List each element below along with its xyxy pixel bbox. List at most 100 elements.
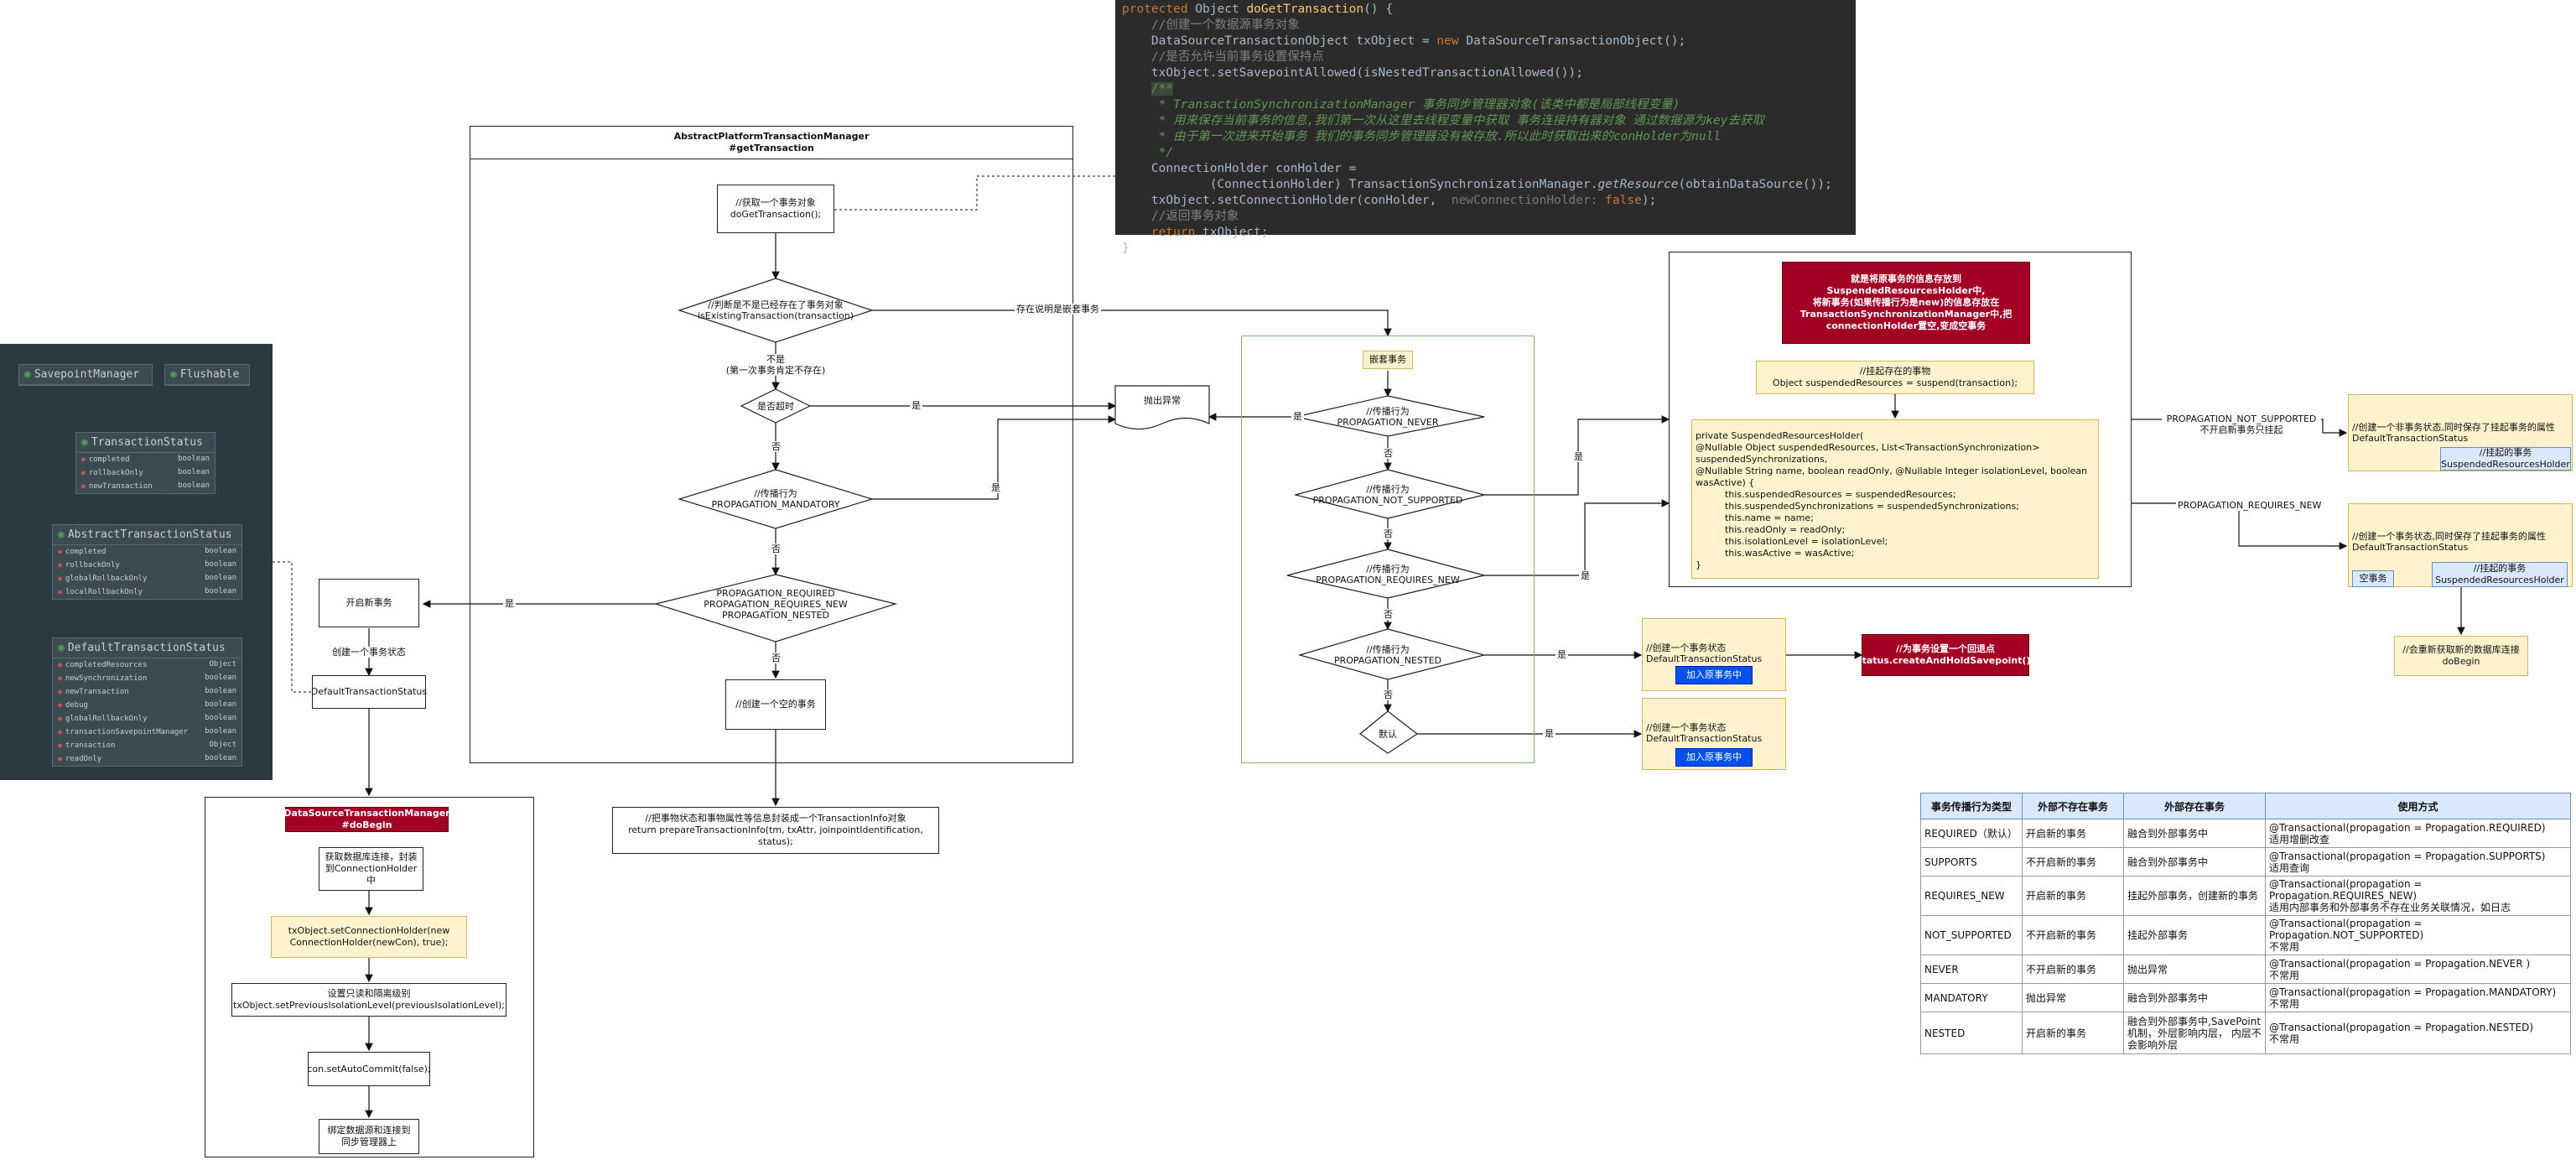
code-comment: * TransactionSynchronizationManager 事务同步… <box>1150 98 1680 112</box>
code-line: doGetTransaction <box>1246 3 1364 16</box>
code-comment: * 用来保存当前事务的信息,我们第一次从这里去线程变量中获取 事务连接持有器对象… <box>1150 114 1764 127</box>
code-line: new <box>1436 34 1459 48</box>
yes-label: 是 <box>503 598 516 609</box>
get-transaction-box: //获取一个事务对象 doGetTransaction(); <box>717 185 834 233</box>
exist-decision: //判断是不是已经存在了事务对象 isExistingTransaction(t… <box>697 299 854 321</box>
suspend-box: //挂起存在的事物 Object suspendedResources = su… <box>1756 361 2034 394</box>
table-cell: 挂起外部事务，创建新的事务 <box>2123 876 2266 916</box>
table-cell: 抛出异常 <box>2123 955 2266 984</box>
holder-not-supported: //挂起的事务 SuspendedResourcesHolder <box>2440 447 2571 471</box>
class-icon: ◉ <box>58 642 65 654</box>
interface-icon: ◉ <box>24 368 31 381</box>
no-label: 否 <box>770 653 782 663</box>
throw-exception: 抛出异常 <box>1144 394 1181 406</box>
yes-label: 是 <box>1579 570 1592 581</box>
code-line: getResource <box>1597 178 1679 191</box>
create-status-label: 创建一个事务状态 <box>327 647 411 658</box>
dobegin-title: DataSourceTransactionManager #doBegin <box>283 807 450 832</box>
no-exist-label: 不是 (第一次事务肯定不存在) <box>717 354 834 376</box>
class-name: DefaultTransactionStatus <box>67 642 226 654</box>
table-cell: REQUIRED（默认） <box>1920 819 2023 848</box>
yes-label: 是 <box>1543 728 1555 739</box>
not-supported-label: PROPAGATION_NOT_SUPPORTED 不开启新事务只挂起 <box>2162 414 2321 435</box>
status-text: //创建一个事务状态 DefaultTransactionStatus <box>1646 722 1763 744</box>
empty-transaction-box: //创建一个空的事务 <box>725 679 826 730</box>
table-cell: 不开启新的事务 <box>2022 915 2124 955</box>
empty-tx-box: 空事务 <box>2352 570 2394 587</box>
autocommit-box: con.setAutoCommit(false); <box>307 1052 431 1086</box>
yes-label: 是 <box>1291 411 1304 422</box>
open-new-transaction: 开启新事务 <box>319 579 419 627</box>
class-name: Flushable <box>179 368 240 381</box>
table-cell: NEVER <box>1920 955 2023 984</box>
code-line: DataSourceTransactionObject txObject = <box>1150 34 1437 48</box>
code-panel: protected Object doGetTransaction() { //… <box>1115 0 1856 255</box>
table-cell: 开启新的事务 <box>2022 1012 2124 1054</box>
code-line: txObject.setSavepointAllowed(isNestedTra… <box>1150 66 1583 80</box>
table-cell: 融合到外部事务中,SavePoint 机制，外层影响内层， 内层不 会影响外层 <box>2123 1012 2266 1054</box>
table-cell: @Transactional(propagation = Propagation… <box>2265 1012 2571 1054</box>
code-line: (obtainDataSource()); <box>1678 178 1832 191</box>
apt-title: AbstractPlatformTransactionManager #getT… <box>470 126 1073 159</box>
join-original-tx: 加入原事务中 <box>1675 748 1753 767</box>
code-line: ); <box>1641 194 1657 207</box>
interface-icon: ◉ <box>81 436 88 449</box>
required-decision: PROPAGATION_REQUIRED PROPAGATION_REQUIRE… <box>704 587 848 621</box>
code-line: txObject; <box>1195 226 1269 239</box>
savepoint-box: //为事务设置一个回退点 status.createAndHoldSavepoi… <box>1857 634 2034 676</box>
set-holder-box: txObject.setConnectionHolder(new Connect… <box>271 916 467 958</box>
propagation-table: 事务传播行为类型 外部不存在事务 外部存在事务 使用方式 REQUIRED（默认… <box>1920 793 2571 1054</box>
holder-requires-new: //挂起的事务 SuspendedResourcesHolder <box>2432 562 2568 587</box>
default-status-box: DefaultTransactionStatus <box>311 675 427 709</box>
timeout-decision: 是否超时 <box>757 400 794 412</box>
table-header: 使用方式 <box>2265 793 2571 819</box>
yes-label: 是 <box>910 400 922 411</box>
code-line: DataSourceTransactionObject(); <box>1458 34 1686 48</box>
code-comment: /** <box>1150 82 1174 96</box>
nested-container <box>1241 336 1535 763</box>
class-icon: ◉ <box>58 528 65 541</box>
code-hint: newConnectionHolder: <box>1451 194 1606 207</box>
yes-label: 是 <box>989 482 1002 493</box>
table-cell: 融合到外部事务中 <box>2123 847 2266 877</box>
interface-icon: ◉ <box>170 368 177 381</box>
table-cell: @Transactional(propagation = Propagation… <box>2265 983 2571 1012</box>
table-cell: 融合到外部事务中 <box>2123 819 2266 848</box>
mandatory-decision: //传播行为 PROPAGATION_MANDATORY <box>711 488 840 510</box>
requires-new-label: PROPAGATION_REQUIRES_NEW <box>2176 500 2324 511</box>
table-cell: NESTED <box>1920 1012 2023 1054</box>
table-cell: MANDATORY <box>1920 983 2023 1012</box>
holder-code: private SuspendedResourcesHolder( @Nulla… <box>1691 419 2099 579</box>
class-name: AbstractTransactionStatus <box>67 528 232 541</box>
class-name: SavepointManager <box>34 368 140 381</box>
join-original-tx: 加入原事务中 <box>1675 666 1753 684</box>
status-text: //创建一个非事务状态,同时保存了挂起事务的属性 DefaultTransact… <box>2352 422 2555 444</box>
yes-label: 是 <box>1572 451 1585 462</box>
class-flushable: ◉Flushable <box>164 364 250 386</box>
code-line: protected <box>1122 3 1188 16</box>
suspend-description: 就是将原事务的信息存放到 SuspendedResourcesHolder中, … <box>1782 262 2030 344</box>
not-supported-decision: //传播行为 PROPAGATION_NOT_SUPPORTED <box>1312 484 1463 506</box>
table-cell: 不开启新的事务 <box>2022 847 2124 877</box>
status-text: //创建一个事务状态,同时保存了挂起事务的属性 DefaultTransacti… <box>2352 531 2546 553</box>
table-cell: @Transactional(propagation = Propagation… <box>2265 819 2571 848</box>
code-comment: //返回事务对象 <box>1150 210 1239 223</box>
code-comment: //创建一个数据源事务对象 <box>1150 18 1300 32</box>
status-text: //创建一个事务状态 DefaultTransactionStatus <box>1646 642 1763 664</box>
default-decision: 默认 <box>1379 728 1397 740</box>
code-line: false <box>1605 194 1642 207</box>
class-savepoint-manager: ◉SavepointManager <box>18 364 153 386</box>
table-cell: 挂起外部事务 <box>2123 915 2266 955</box>
never-decision: //传播行为 PROPAGATION_NEVER <box>1337 406 1439 428</box>
